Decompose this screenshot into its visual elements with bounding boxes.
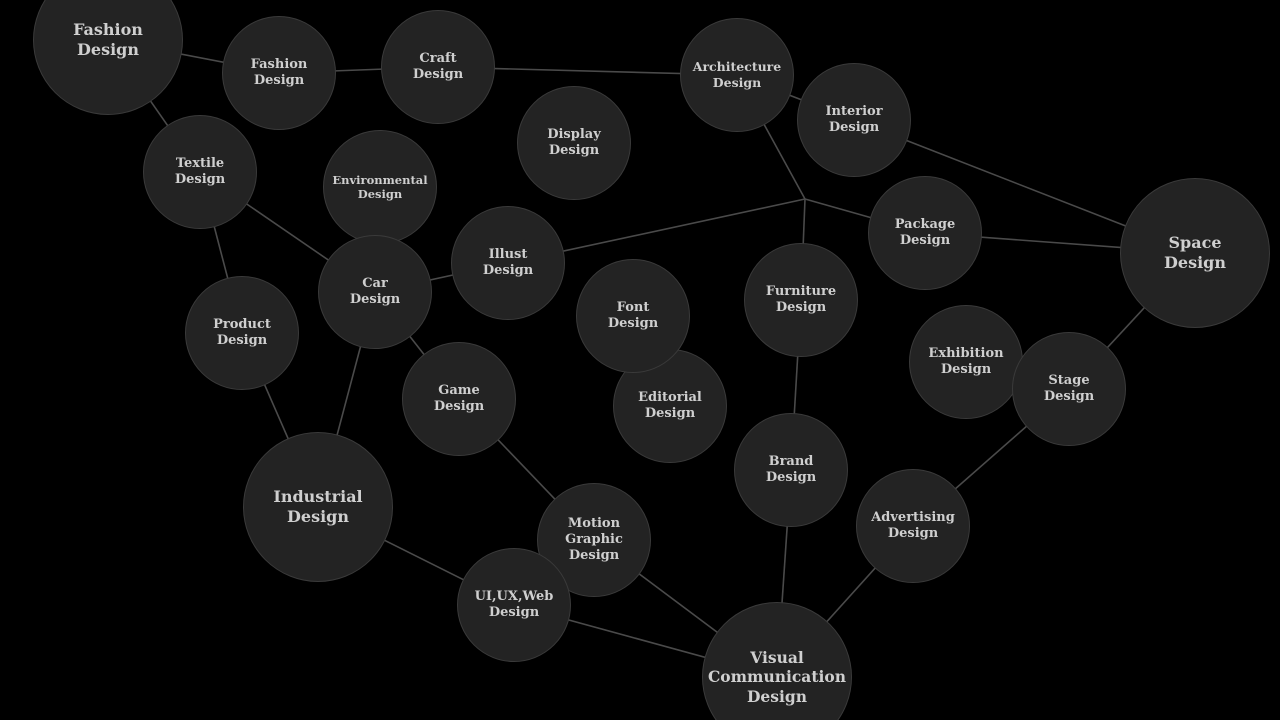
node-space-design[interactable]: Space Design — [1120, 178, 1270, 328]
node-label-game-design: Game Design — [433, 382, 485, 414]
node-label-craft-design: Craft Design — [412, 50, 464, 82]
node-label-ui-ux-web-design: UI,UX,Web Design — [474, 588, 554, 620]
node-label-interior-design: Interior Design — [825, 103, 883, 135]
node-craft-design[interactable]: Craft Design — [381, 10, 495, 124]
node-label-package-design: Package Design — [894, 216, 956, 248]
node-label-stage-design: Stage Design — [1043, 372, 1095, 404]
node-car-design[interactable]: Car Design — [318, 235, 432, 349]
node-label-font-design: Font Design — [607, 299, 659, 331]
node-label-brand-design: Brand Design — [765, 453, 817, 485]
node-interior-design[interactable]: Interior Design — [797, 63, 911, 177]
node-ui-ux-web-design[interactable]: UI,UX,Web Design — [457, 548, 571, 662]
node-architecture-design[interactable]: Architecture Design — [680, 18, 794, 132]
node-label-advertising-design: Advertising Design — [871, 509, 955, 541]
node-stage-design[interactable]: Stage Design — [1012, 332, 1126, 446]
node-label-editorial-design: Editorial Design — [638, 389, 702, 421]
node-label-motion-graphic-design: Motion Graphic Design — [565, 515, 623, 564]
node-label-exhibition-design: Exhibition Design — [928, 345, 1004, 377]
node-display-design[interactable]: Display Design — [517, 86, 631, 200]
node-label-industrial-design: Industrial Design — [273, 487, 363, 526]
node-industrial-design[interactable]: Industrial Design — [243, 432, 393, 582]
node-exhibition-design[interactable]: Exhibition Design — [909, 305, 1023, 419]
node-fashion-design[interactable]: Fashion Design — [222, 16, 336, 130]
node-label-visual-communication-design: Visual Communication Design — [707, 647, 847, 706]
node-label-architecture-design: Architecture Design — [692, 59, 782, 90]
node-furniture-design[interactable]: Furniture Design — [744, 243, 858, 357]
node-package-design[interactable]: Package Design — [868, 176, 982, 290]
node-label-display-design: Display Design — [547, 126, 601, 158]
node-textile-design[interactable]: Textile Design — [143, 115, 257, 229]
node-environmental-design[interactable]: Environmental Design — [323, 130, 437, 244]
node-fashion-design-main[interactable]: Fashion Design — [33, 0, 183, 115]
node-label-illust-design: Illust Design — [482, 246, 534, 278]
node-illust-design[interactable]: Illust Design — [451, 206, 565, 320]
node-label-space-design: Space Design — [1164, 233, 1226, 272]
node-label-car-design: Car Design — [349, 275, 401, 307]
node-label-product-design: Product Design — [213, 316, 271, 348]
node-label-fashion-design: Fashion Design — [250, 56, 308, 88]
node-product-design[interactable]: Product Design — [185, 276, 299, 390]
node-label-textile-design: Textile Design — [174, 155, 226, 187]
node-label-environmental-design: Environmental Design — [332, 172, 428, 201]
node-font-design[interactable]: Font Design — [576, 259, 690, 373]
node-label-furniture-design: Furniture Design — [765, 283, 837, 315]
node-visual-communication-design[interactable]: Visual Communication Design — [702, 602, 852, 720]
node-advertising-design[interactable]: Advertising Design — [856, 469, 970, 583]
node-label-fashion-design-main: Fashion Design — [73, 20, 143, 59]
node-game-design[interactable]: Game Design — [402, 342, 516, 456]
node-brand-design[interactable]: Brand Design — [734, 413, 848, 527]
